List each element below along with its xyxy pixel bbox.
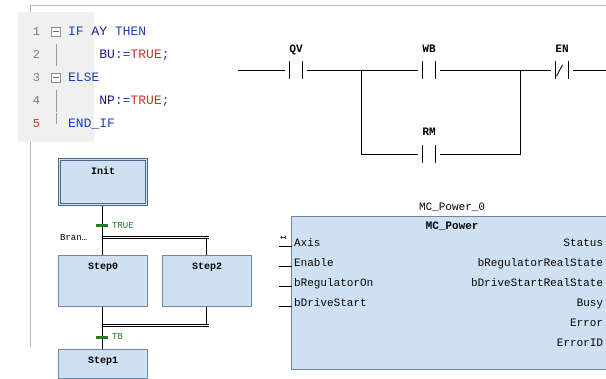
code-text: IF AY THEN xyxy=(68,21,146,43)
branch-bottom-wire xyxy=(361,154,521,155)
step-init[interactable]: Init xyxy=(58,158,148,206)
code-line[interactable]: 4 NP:=TRUE; xyxy=(18,90,278,112)
fb-output-errorid[interactable]: ErrorID xyxy=(556,338,603,350)
branch-left-wire xyxy=(361,70,362,154)
code-token: IF xyxy=(68,24,92,39)
code-token: AY xyxy=(91,24,115,39)
step-step1-label: Step1 xyxy=(87,356,118,367)
fb-instance-name: MC_Power_0 xyxy=(418,202,485,214)
fold-guide xyxy=(56,44,57,66)
sfc-wire-step2-bottom xyxy=(206,307,207,324)
contact-en-label: EN xyxy=(555,44,569,56)
code-token: BU xyxy=(68,47,115,62)
fb-input-enable[interactable]: Enable xyxy=(294,258,334,270)
line-number: 3 xyxy=(32,71,40,85)
code-line[interactable]: 3 ELSE xyxy=(18,67,278,89)
contact-qv[interactable] xyxy=(285,61,307,79)
code-token: THEN xyxy=(114,24,147,39)
code-token: END_IF xyxy=(68,116,115,131)
fb-input-bregulatoron[interactable]: bRegulatorOn xyxy=(294,278,374,290)
code-text: END_IF xyxy=(68,113,115,135)
inout-arrow-icon: ↤ xyxy=(280,233,287,244)
step-init-label: Init xyxy=(90,167,115,178)
contact-wb-label: WB xyxy=(422,44,436,56)
sfc-wire-step0-bottom xyxy=(102,307,103,327)
branch-label: Bran… xyxy=(60,233,88,243)
fb-output-busy[interactable]: Busy xyxy=(576,298,603,310)
fb-body[interactable]: MC_Power xyxy=(291,216,606,370)
code-token: ; xyxy=(161,47,170,62)
sfc-wire-1 xyxy=(102,206,103,236)
line-number: 1 xyxy=(32,25,40,39)
fb-input-bdrivestart[interactable]: bDriveStart xyxy=(294,298,367,310)
transition-tb-label: TB xyxy=(112,332,123,342)
step-step2-label: Step2 xyxy=(191,262,222,273)
fold-guide xyxy=(56,113,57,124)
contact-en-negated[interactable] xyxy=(551,61,573,79)
code-line[interactable]: 2 BU:=TRUE; xyxy=(18,44,278,66)
fb-output-bdrivestartrealstate[interactable]: bDriveStartRealState xyxy=(470,278,603,290)
transition-tb[interactable] xyxy=(96,336,108,339)
code-token: := xyxy=(114,93,131,108)
code-token: ELSE xyxy=(68,70,100,85)
fb-type-name: MC_Power xyxy=(425,221,479,233)
line-number: 4 xyxy=(32,94,40,108)
step-step2[interactable]: Step2 xyxy=(162,255,252,307)
branch-right-wire xyxy=(520,70,521,154)
code-line[interactable]: 5 END_IF xyxy=(18,113,278,135)
code-text: NP:=TRUE; xyxy=(68,90,169,112)
contact-qv-label: QV xyxy=(289,44,303,56)
negation-slash xyxy=(556,64,563,77)
branch-line-bottom xyxy=(102,324,209,327)
step-step0-label: Step0 xyxy=(87,262,118,273)
branch-line-top xyxy=(102,236,209,239)
code-token: TRUE xyxy=(130,47,162,62)
transition-true-label: TRUE xyxy=(112,221,134,231)
contact-wb[interactable] xyxy=(418,61,440,79)
fb-input-wire xyxy=(279,246,292,247)
fb-input-wire xyxy=(279,266,292,267)
fold-guide xyxy=(56,90,57,112)
contact-rm[interactable] xyxy=(418,145,440,163)
sfc-wire-step0-top xyxy=(102,236,103,255)
code-token: := xyxy=(114,47,131,62)
line-number: 5 xyxy=(32,117,40,131)
step-step0[interactable]: Step0 xyxy=(58,255,148,307)
fb-input-wire xyxy=(279,306,292,307)
fb-output-error[interactable]: Error xyxy=(569,318,603,330)
line-number: 2 xyxy=(32,48,40,62)
fb-output-bregulatorrealstate[interactable]: bRegulatorRealState xyxy=(477,258,603,270)
fb-input-wire xyxy=(279,286,292,287)
code-token: ; xyxy=(161,93,170,108)
contact-rm-label: RM xyxy=(422,127,436,139)
code-text: ELSE xyxy=(68,67,99,89)
sfc-wire-step2-top xyxy=(206,239,207,255)
code-text: BU:=TRUE; xyxy=(68,44,169,66)
fb-input-axis[interactable]: Axis xyxy=(294,238,321,250)
code-token: NP xyxy=(68,93,115,108)
code-token: TRUE xyxy=(130,93,162,108)
fb-output-status[interactable]: Status xyxy=(563,238,603,250)
transition-true[interactable] xyxy=(96,224,108,227)
fold-toggle-icon[interactable] xyxy=(51,73,61,83)
fold-toggle-icon[interactable] xyxy=(51,27,61,37)
code-line[interactable]: 1 IF AY THEN xyxy=(18,21,278,43)
